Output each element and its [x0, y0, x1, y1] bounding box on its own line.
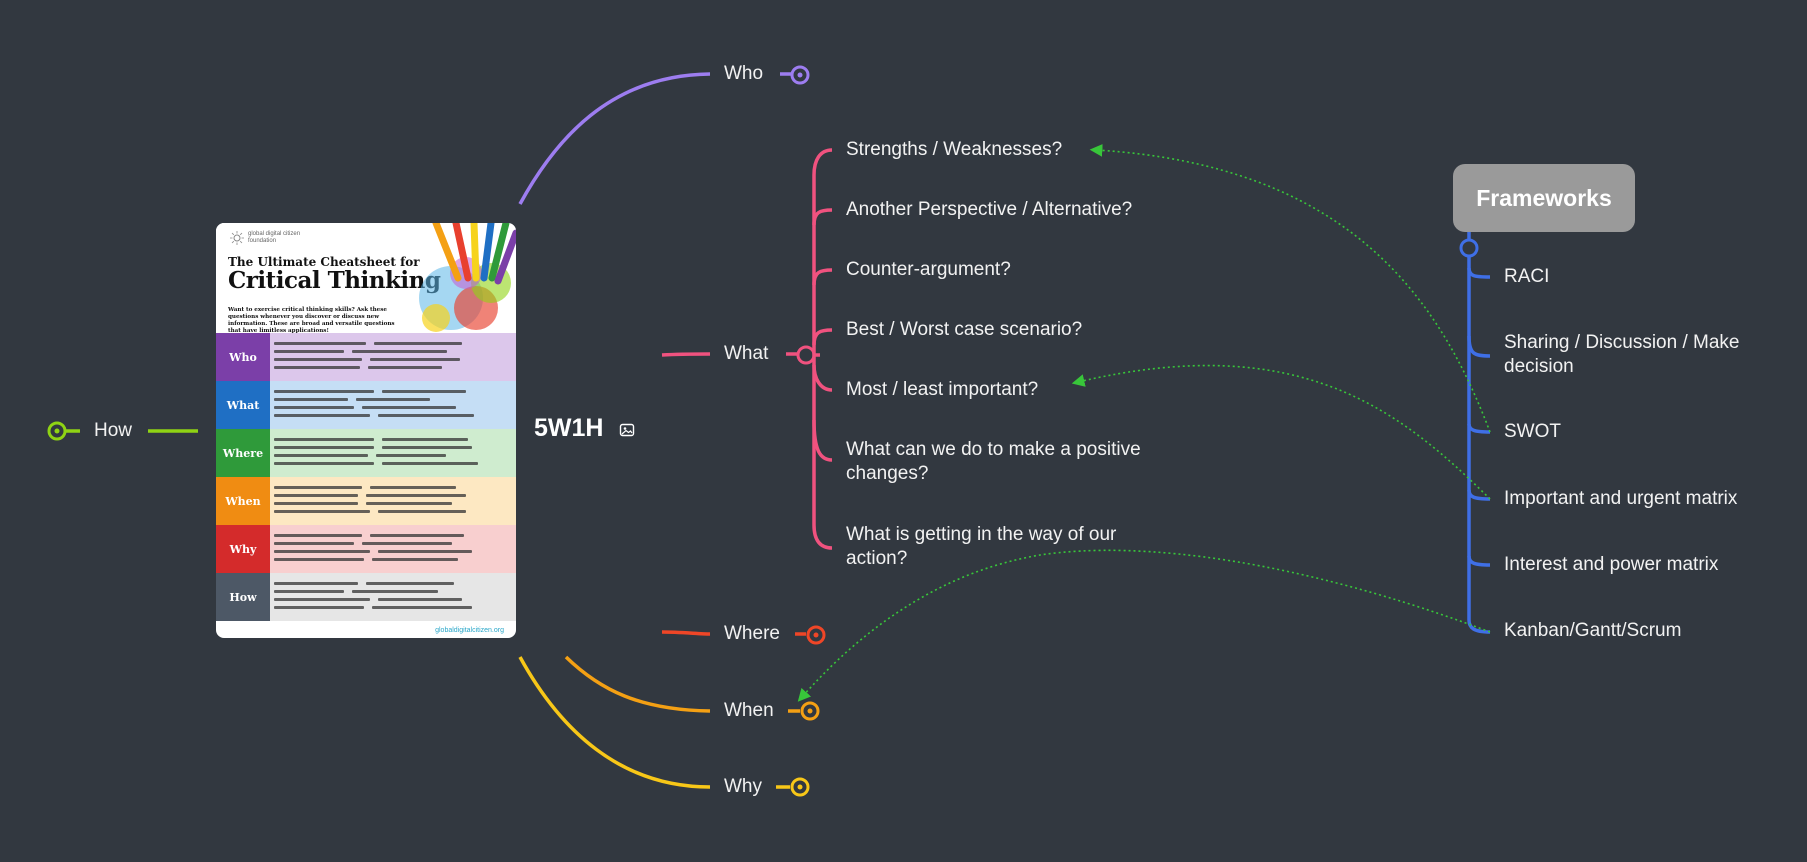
central-topic[interactable]: 5W1H: [534, 414, 604, 442]
framework-item-swot[interactable]: SWOT: [1504, 421, 1561, 442]
why-collapse-icon[interactable]: [790, 777, 810, 797]
cheatsheet-image[interactable]: global digital citizen foundation The Ul…: [216, 223, 516, 638]
branch-when[interactable]: When: [724, 700, 774, 721]
what-connector: [661, 352, 711, 357]
cheatsheet-subtitle: The Ultimate Cheatsheet for: [228, 255, 420, 269]
cheatsheet-footer: globaldigitalcitizen.org: [435, 627, 504, 634]
branch-why[interactable]: Why: [724, 776, 762, 797]
when-connector: [564, 655, 711, 713]
what-child-getting-in-way[interactable]: What is getting in the way of our action…: [846, 524, 1117, 569]
cheatsheet-description: Want to exercise critical thinking skill…: [228, 307, 395, 334]
where-collapse-icon[interactable]: [806, 625, 826, 645]
cheatsheet-row-when: When: [216, 477, 516, 525]
what-collapse-icon[interactable]: [796, 345, 816, 365]
cheatsheet-row-why: Why: [216, 525, 516, 573]
colored-pencils-artwork: [419, 223, 516, 332]
cheatsheet-title: Critical Thinking: [228, 267, 441, 294]
sun-logo-icon: [230, 231, 244, 245]
cheatsheet-org: global digital citizen foundation: [248, 231, 301, 244]
framework-item-important-urgent[interactable]: Important and urgent matrix: [1504, 488, 1738, 509]
frameworks-topic[interactable]: Frameworks: [1453, 164, 1635, 232]
framework-item-raci[interactable]: RACI: [1504, 266, 1550, 287]
relation-swot-strengths: [1089, 143, 1491, 433]
who-connector: [518, 72, 711, 205]
relation-kanban-when: [797, 549, 1491, 702]
cheatsheet-row-label: When: [216, 477, 270, 525]
cheatsheet-header: global digital citizen foundation The Ul…: [216, 223, 516, 334]
cheatsheet-row-label: What: [216, 381, 270, 429]
framework-item-kanban[interactable]: Kanban/Gantt/Scrum: [1504, 620, 1682, 641]
what-children-bracket: [812, 148, 833, 550]
frameworks-trunk: [1467, 232, 1491, 634]
cheatsheet-row-label: Where: [216, 429, 270, 477]
why-connector: [518, 656, 711, 789]
cheatsheet-row-where: Where: [216, 429, 516, 477]
what-child-counter-argument[interactable]: Counter-argument?: [846, 259, 1011, 280]
what-child-positive-change[interactable]: What can we do to make a positive change…: [846, 439, 1141, 484]
what-child-best-worst[interactable]: Best / Worst case scenario?: [846, 319, 1083, 340]
cheatsheet-row-what: What: [216, 381, 516, 429]
what-child-strengths[interactable]: Strengths / Weaknesses?: [846, 139, 1063, 160]
cheatsheet-row-label: Why: [216, 525, 270, 573]
framework-item-sharing[interactable]: Sharing / Discussion / Make decision: [1504, 332, 1740, 377]
cheatsheet-row-who: Who: [216, 333, 516, 381]
when-collapse-icon[interactable]: [800, 701, 820, 721]
cheatsheet-row-label: How: [216, 573, 270, 621]
what-child-most-least[interactable]: Most / least important?: [846, 379, 1039, 400]
branch-where[interactable]: Where: [724, 623, 780, 644]
who-collapse-icon[interactable]: [790, 65, 810, 85]
branch-what[interactable]: What: [724, 343, 769, 364]
where-connector: [661, 630, 711, 636]
frameworks-collapse-icon[interactable]: [1459, 238, 1479, 258]
what-child-perspective[interactable]: Another Perspective / Alternative?: [846, 199, 1133, 220]
branch-how[interactable]: How: [94, 420, 133, 441]
cheatsheet-row-how: How: [216, 573, 516, 621]
framework-item-interest-power[interactable]: Interest and power matrix: [1504, 554, 1719, 575]
image-icon[interactable]: [619, 422, 635, 438]
branch-who[interactable]: Who: [724, 63, 764, 84]
how-collapse-icon[interactable]: [47, 421, 67, 441]
cheatsheet-row-label: Who: [216, 333, 270, 381]
relation-matrix-important: [1071, 364, 1491, 500]
